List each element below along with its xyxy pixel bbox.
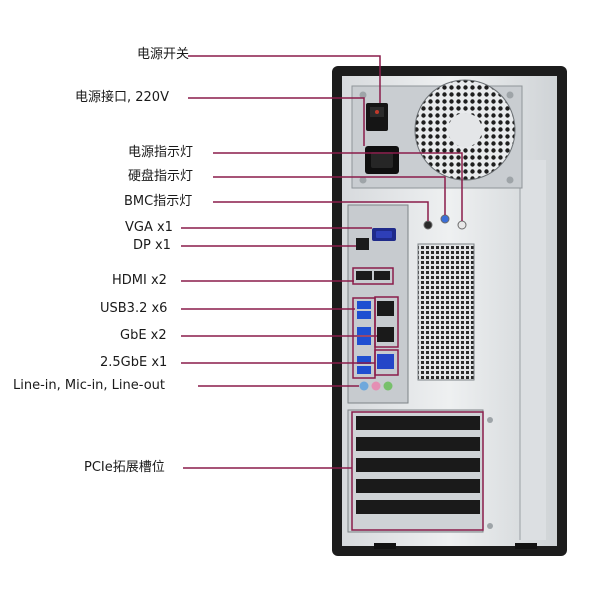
usb-port-1 [357,301,371,309]
label-hdmi: HDMI x2 [112,273,167,288]
usb-port-5 [357,356,371,364]
label-audio: Line-in, Mic-in, Line-out [13,378,165,393]
label-gbe: GbE x2 [120,328,167,343]
dp-port [356,238,369,250]
label-power-socket: 电源接口, 220V [75,90,169,105]
label-gbe25: 2.5GbE x1 [100,355,168,370]
hdmi-port-2 [374,271,390,280]
gbe-port-2 [377,327,394,342]
label-power-switch: 电源开关 [137,47,190,62]
power-led [457,220,467,230]
hdmi-port-1 [356,271,372,280]
usb-port-2 [357,311,371,319]
pcie-slot-4 [356,479,480,493]
usb-port-4 [357,337,371,345]
audio-line-in [359,381,369,391]
audio-line-out [383,381,393,391]
usb-port-3 [357,327,371,335]
usb-port-6 [357,366,371,374]
pcie-slot-5 [356,500,480,514]
hdd-led [440,214,450,224]
audio-mic-in [371,381,381,391]
label-bmc-led: BMC指示灯 [124,194,193,209]
pcie-slot-1 [356,416,480,430]
bmc-led [423,220,433,230]
label-hdd-led: 硬盘指示灯 [128,169,194,184]
label-pcie: PCIe拓展槽位 [84,460,165,475]
gbe25-port [377,354,394,369]
pcie-slot-3 [356,458,480,472]
annotation-lines [181,55,484,531]
label-dp: DP x1 [133,238,171,253]
label-usb: USB3.2 x6 [100,301,168,316]
label-vga: VGA x1 [125,220,173,235]
label-power-led: 电源指示灯 [128,145,194,160]
vent-grill [417,243,475,381]
pcie-slot-2 [356,437,480,451]
gbe-port-1 [377,301,394,316]
